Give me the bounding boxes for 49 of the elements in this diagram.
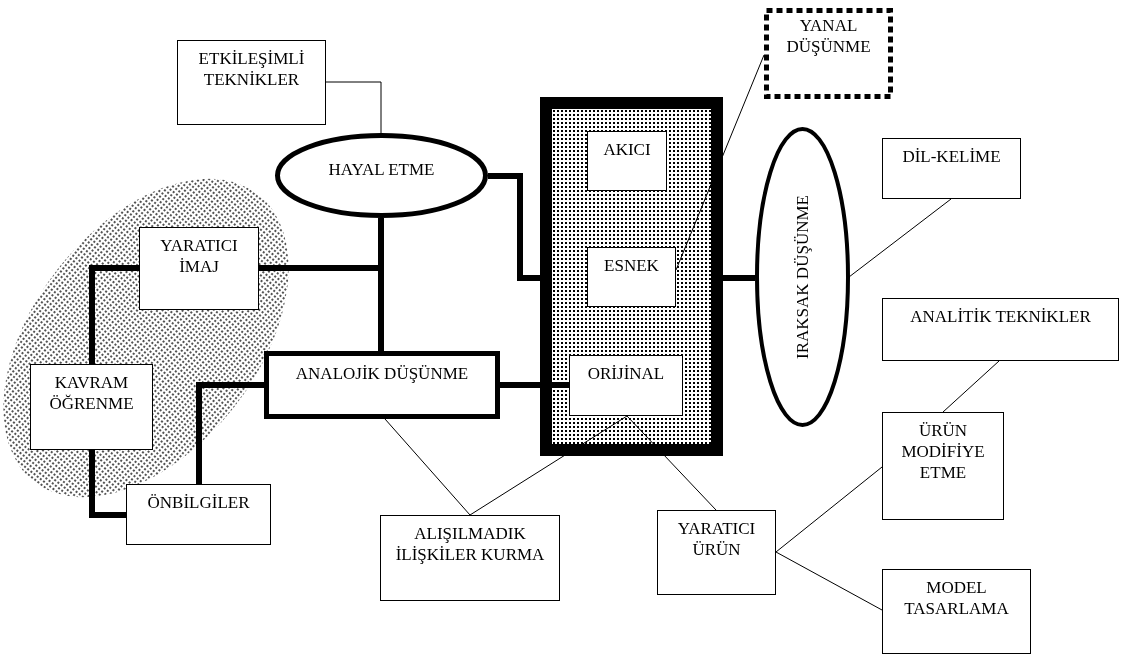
connector-line <box>775 551 883 611</box>
concept-ellipse <box>275 133 488 218</box>
connector-line <box>626 415 717 511</box>
technique-box <box>177 40 326 125</box>
node-label: MODEL TASARLAMA <box>903 577 1010 619</box>
node-label: ÖNBİLGİLER <box>146 492 251 513</box>
connector-line <box>384 418 471 516</box>
node-label: IRAKSAK DÜŞÜNME <box>792 195 813 359</box>
process-box <box>30 364 153 450</box>
node-label: AKICI <box>602 139 652 160</box>
node-label: ANALOJİK DÜŞÜNME <box>294 363 470 384</box>
process-box <box>126 484 271 545</box>
product-box <box>657 510 776 595</box>
connector-line <box>848 198 952 278</box>
connector-line <box>488 173 540 281</box>
dashed-concept-box <box>764 8 893 99</box>
process-box <box>380 515 560 601</box>
connector-line <box>500 382 569 388</box>
node-label: ALIŞILMADIK İLİŞKİLER KURMA <box>394 523 546 565</box>
node-label: ANALİTİK TEKNİKLER <box>909 306 1092 327</box>
technique-box <box>882 412 1004 520</box>
connector-line <box>259 218 384 271</box>
technique-box <box>882 138 1021 199</box>
node-label: YARATICI İMAJ <box>159 235 239 277</box>
node-label: ORİJİNAL <box>586 363 666 384</box>
process-box <box>264 351 500 419</box>
technique-box <box>882 298 1119 361</box>
connector-line <box>469 415 628 516</box>
connector-line <box>325 81 382 134</box>
process-box <box>139 227 259 310</box>
technique-box <box>882 569 1031 654</box>
node-label: ÜRÜN MODİFİYE ETME <box>900 420 986 483</box>
connector-line <box>942 360 1000 413</box>
node-label: ETKİLEŞİMLİ TEKNİKLER <box>197 48 306 90</box>
trait-box <box>587 247 676 307</box>
shaded-group-box <box>540 97 723 456</box>
trait-box <box>569 355 683 416</box>
connector-line <box>89 450 126 518</box>
connector-line <box>723 275 755 281</box>
node-label: YARATICI ÜRÜN <box>676 518 757 560</box>
node-label: KAVRAM ÖĞRENME <box>48 372 135 414</box>
node-label: HAYAL ETME <box>328 159 435 180</box>
node-label: YANAL DÜŞÜNME <box>785 15 872 57</box>
node-label: ESNEK <box>603 255 660 276</box>
node-label: DİL-KELİME <box>901 146 1002 167</box>
connector-line <box>775 466 883 553</box>
concept-ellipse <box>755 127 850 427</box>
connector-line <box>89 265 139 364</box>
trait-box <box>587 131 667 191</box>
